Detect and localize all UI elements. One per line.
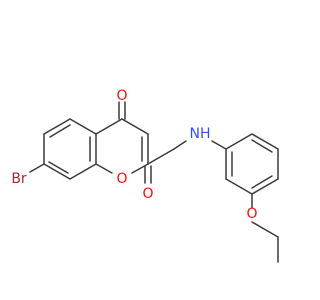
amide-oxygen-label: O [142,186,153,202]
bond-lines [29,101,279,263]
molecule-structure-diagram: O O O NH O Br [11,88,279,263]
ether-oxygen-label: O [246,206,257,222]
amide-nh-label: NH [190,126,211,142]
bromine-label: Br [11,171,27,187]
carbonyl-oxygen-label: O [116,88,127,104]
ring-oxygen-label: O [116,171,127,187]
